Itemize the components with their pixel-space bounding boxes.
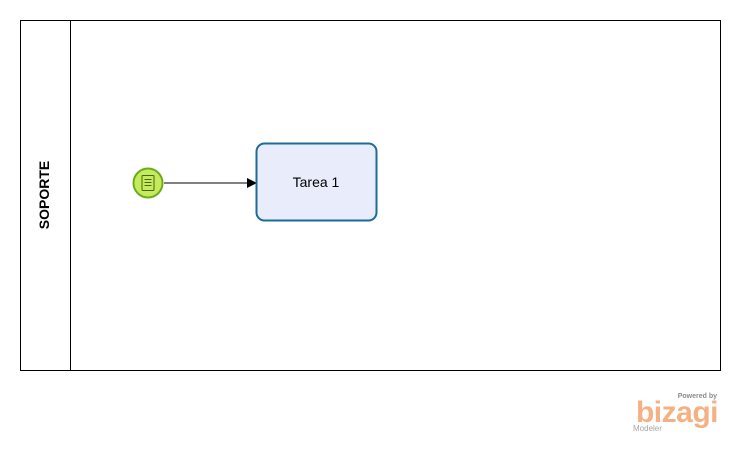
bizagi-brand-text: bizagi [636, 396, 718, 429]
task-label: Tarea 1 [293, 174, 340, 190]
lane-label-soporte: SOPORTE [36, 161, 52, 229]
task-tarea-1[interactable]: Tarea 1 [255, 142, 378, 222]
powered-by-text: Powered by [678, 393, 717, 400]
message-start-event-icon [141, 175, 155, 191]
bizagi-logo: Powered by bizagi Modeler [633, 393, 719, 433]
modeler-text: Modeler [633, 424, 662, 433]
task-box [255, 142, 378, 222]
start-event[interactable] [132, 167, 164, 199]
